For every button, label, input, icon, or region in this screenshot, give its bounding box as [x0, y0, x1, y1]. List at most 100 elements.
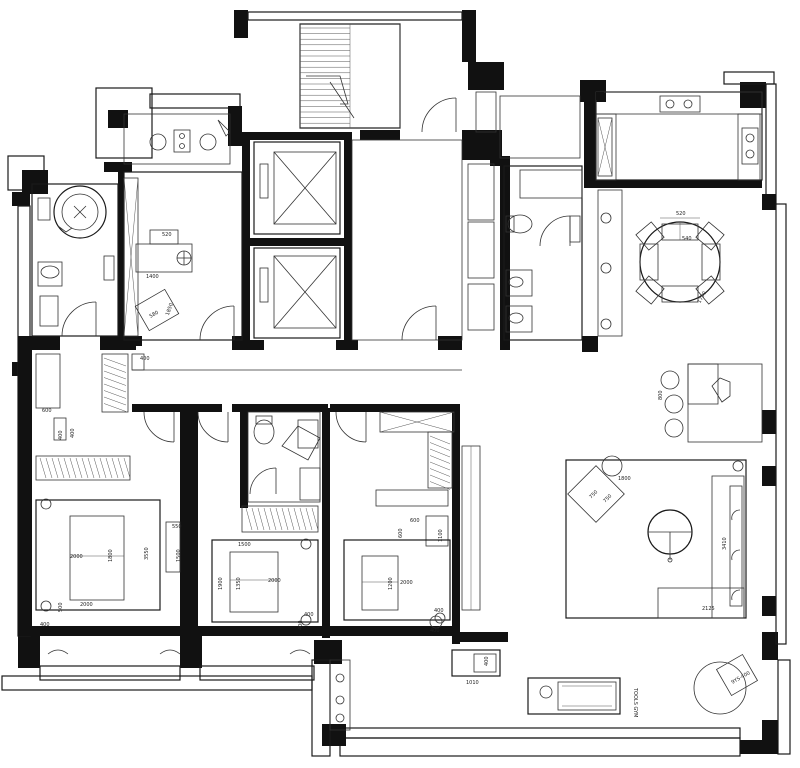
balcony-depth-label: 400: [484, 656, 490, 666]
hatch-line: [251, 507, 259, 531]
hatch-line: [269, 507, 277, 531]
bed3-closet-label: 600: [410, 518, 420, 524]
living-seat-label: 800: [658, 390, 664, 400]
elevator-2: [253, 247, 341, 339]
bed3-length-label: 1200: [388, 577, 394, 590]
master-wardrobe-label: 600: [42, 408, 52, 414]
sofa-side-label: 3410: [722, 537, 728, 550]
exterior-walls: [1, 10, 791, 757]
master-closet-a-label: 400: [58, 430, 64, 440]
study-chair-label: 580: [149, 310, 160, 320]
hallway: [131, 353, 462, 371]
hatch-line: [51, 457, 59, 479]
master-room-width-label: 2000: [80, 602, 93, 608]
hatch-line: [263, 507, 271, 531]
hatch-line: [299, 507, 307, 531]
sofa-main-label: 2125: [702, 606, 715, 612]
study-desk: 520 1400: [135, 229, 193, 280]
bed2-side-label: 400: [304, 612, 314, 618]
master-side-b-label: 400: [40, 622, 50, 628]
bed3-small-label: 400: [434, 608, 444, 614]
master-bed-width-label: 2000: [70, 554, 83, 560]
hatch-line: [429, 435, 451, 445]
master-closet-b-label: 400: [70, 428, 76, 438]
sofa: 3410 2125: [657, 475, 745, 619]
dining-width-label: 520: [676, 211, 686, 217]
dining-table: 520 540 1750: [635, 211, 725, 305]
hatch-line: [429, 474, 451, 484]
coffee-table-w-label: 750: [588, 489, 599, 500]
hatch-line: [103, 383, 127, 393]
bed3-width-label: 2000: [400, 580, 413, 586]
hatch-line: [123, 457, 131, 479]
hatch-line: [45, 457, 53, 479]
hatch-line: [305, 507, 313, 531]
hatch-line: [429, 481, 451, 490]
balcony: 1010 400 400 400: [140, 356, 501, 731]
gym-area: TOOLS GYM 9YS·400: [527, 653, 759, 717]
hatch-line: [111, 457, 119, 479]
hatch-line: [287, 507, 295, 531]
kitchen: [595, 91, 763, 181]
living-area: 800 3410 2125 750 750 1800: [565, 363, 763, 619]
hatch-line: [275, 507, 283, 531]
bed2-length-label: 2000: [268, 578, 281, 584]
bath-top-left: [31, 183, 119, 337]
hatch-line: [39, 457, 47, 479]
hatch-line: [429, 448, 451, 458]
master-room-length-label: 3550: [144, 547, 150, 560]
coffee-table-d-label: 750: [602, 493, 613, 504]
hatch-line: [63, 457, 71, 479]
elevator-1: [253, 141, 341, 235]
hatch-line: [103, 357, 127, 367]
hatch-line: [103, 364, 127, 373]
master-bed-length-label: 1800: [108, 549, 114, 562]
hatch-line: [429, 461, 451, 471]
hatch-line: [99, 457, 107, 479]
dining-diameter-label: 1750: [697, 290, 709, 304]
master-bedroom: 600 400 400 2000 1800 2000 3550 500 400 …: [35, 353, 182, 655]
hatch-line: [245, 507, 253, 531]
hatch-line: [75, 457, 83, 479]
hatch-line: [87, 457, 95, 479]
bed3-closet-b-label: 600: [398, 528, 404, 538]
hatch-line: [93, 457, 101, 479]
hatch-line: [69, 457, 77, 479]
bed2-side-b-label: 400: [298, 620, 304, 630]
master-side-a-label: 500: [58, 602, 64, 612]
hatch-line: [103, 396, 127, 406]
hatch-line: [103, 377, 127, 386]
treadmill-label: TOOLS GYM: [632, 687, 638, 717]
hatch-line: [429, 455, 451, 464]
study-shelf-label: 1850: [165, 302, 175, 316]
hatch-line: [429, 468, 451, 477]
dining-area: 520 540 1750: [597, 189, 725, 337]
hatch-line: [103, 390, 127, 399]
chair-size-label: 400: [430, 628, 440, 634]
hatch-line: [103, 370, 127, 380]
interior-walls: [18, 100, 762, 644]
bed2-inner-label: 1350: [236, 577, 242, 590]
bed2-room-label: 1900: [218, 577, 224, 590]
hatch-line: [117, 457, 125, 479]
stair-core: [299, 23, 401, 129]
hatch-line: [81, 457, 89, 479]
master-window-len-label: 1500: [176, 549, 182, 562]
study: 520 1400 580 1850: [123, 113, 243, 341]
hatch-line: [429, 442, 451, 451]
hatch-line: [105, 457, 113, 479]
dining-depth-label: 540: [682, 236, 692, 242]
bath-large-label: 400: [140, 356, 150, 362]
study-desk-label: 1400: [146, 274, 159, 280]
hatch-line: [293, 507, 301, 531]
bed2-width-label: 1500: [238, 542, 251, 548]
coffee-table: 750 750 1800: [567, 455, 631, 523]
bedroom-2: 1500 2000 1900 1350 400 400: [197, 411, 321, 655]
bed3-wall-label: 1100: [438, 529, 444, 542]
hatch-line: [281, 507, 289, 531]
hatch-line: [311, 507, 319, 531]
hatch-line: [103, 403, 127, 412]
living-round-label: 1800: [618, 476, 631, 482]
bedroom-3: 600 600 1100 2000 1200 400: [335, 411, 481, 624]
